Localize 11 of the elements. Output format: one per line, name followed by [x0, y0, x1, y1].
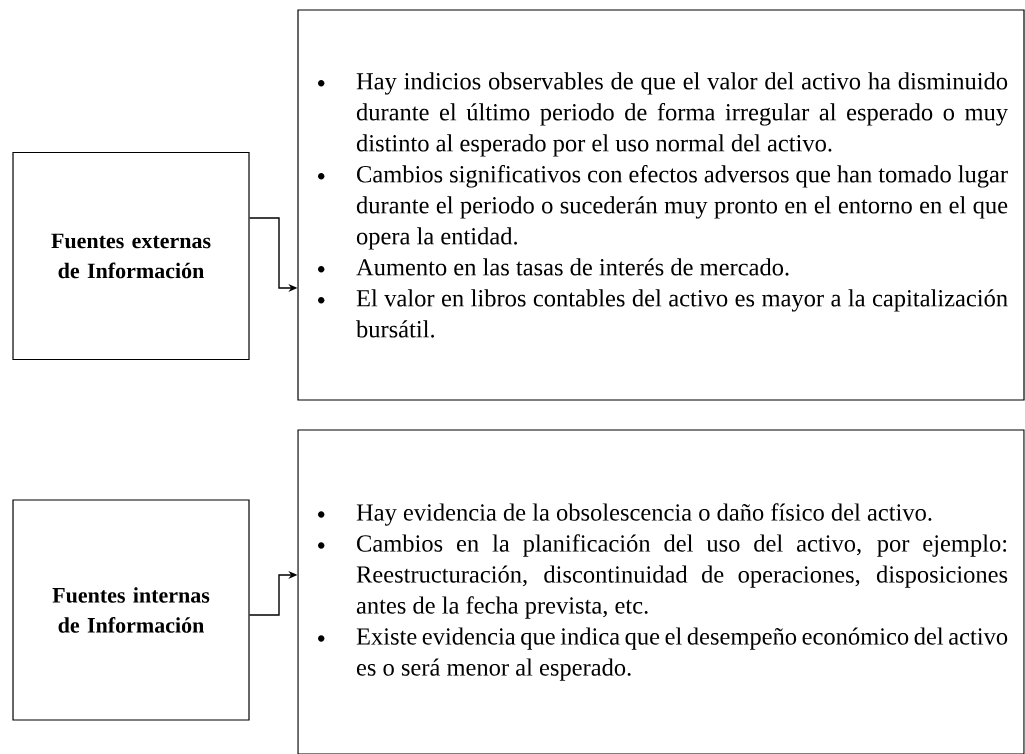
bullet-item: El valor en libros contables del activo es mayor a la capitalización bursátil. — [356, 289, 1008, 338]
list-box — [297, 429, 1025, 754]
list-box — [297, 9, 1025, 401]
bullet-item: Aumento en las tasas de interés de mercado. — [356, 258, 789, 276]
bullet-item: Existe evidencia que indica que el desempeño económico del activo es o será menor al esperado. — [356, 627, 1008, 681]
source-box: Fuentes internas de Información — [12, 499, 250, 721]
bullet-item: Hay evidencia de la obsolescencia o daño físico del activo. — [356, 503, 932, 526]
bullet-item: Hay indicios observables de que el valor del activo ha disminuido durante el último periodo de forma irregular al esperado o muy distinto al esperado por el uso normal del activo. — [356, 72, 1008, 157]
source-box: Fuentes externas de Información — [12, 151, 250, 361]
bullet-item: Cambios significativos con efectos adversos que han tomado lugar durante el periodo o sucederán muy pronto en el entorno en el que opera la entidad. — [356, 165, 1008, 250]
bullet-item: Cambios en la planificación del uso del activo, por ejemplo: Reestructuración, discontinuidad de operaciones, disposiciones antes de la fecha prevista, etc. — [356, 534, 1008, 619]
